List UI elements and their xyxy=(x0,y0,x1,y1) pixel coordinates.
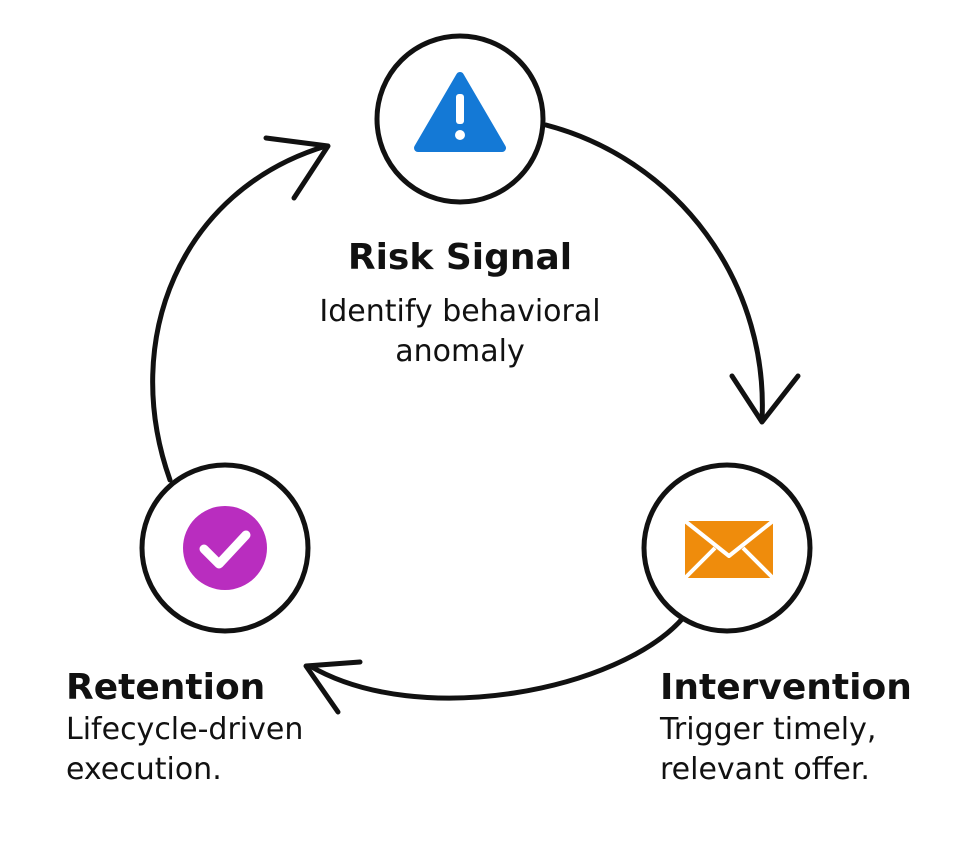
arrowhead-retention xyxy=(303,659,363,715)
checkmark-icon xyxy=(183,506,267,590)
risk-signal-label: Risk Signal Identify behavioral anomaly xyxy=(280,236,640,372)
risk-signal-title: Risk Signal xyxy=(347,237,573,278)
intervention-title: Intervention xyxy=(660,667,912,708)
retention-node xyxy=(139,462,311,634)
retention-description: Lifecycle-driven execution. xyxy=(66,710,366,790)
envelope-icon xyxy=(683,519,775,580)
risk-signal-desc-line: Identify behavioral xyxy=(319,294,601,329)
retention-desc-line: execution. xyxy=(66,752,222,787)
retention-label: Retention Lifecycle-driven execution. xyxy=(66,666,366,790)
arc-risk-to-intervention xyxy=(543,122,765,423)
intervention-desc-line: relevant offer. xyxy=(660,752,870,787)
arc-intervention-to-retention xyxy=(307,615,686,701)
intervention-description: Trigger timely, relevant offer. xyxy=(660,710,960,790)
risk-node xyxy=(374,33,546,205)
risk-signal-desc-line: anomaly xyxy=(395,334,525,369)
intervention-node xyxy=(641,462,813,634)
risk-signal-description: Identify behavioral anomaly xyxy=(280,292,640,372)
intervention-desc-line: Trigger timely, xyxy=(660,712,877,747)
arrowhead-intervention xyxy=(729,373,801,425)
arc-retention-to-risk xyxy=(150,143,329,483)
warning-triangle-icon xyxy=(414,72,506,152)
arrowhead-risk xyxy=(263,135,331,201)
retention-desc-line: Lifecycle-driven xyxy=(66,712,304,747)
intervention-label: Intervention Trigger timely, relevant of… xyxy=(660,666,960,790)
retention-title: Retention xyxy=(66,667,266,708)
